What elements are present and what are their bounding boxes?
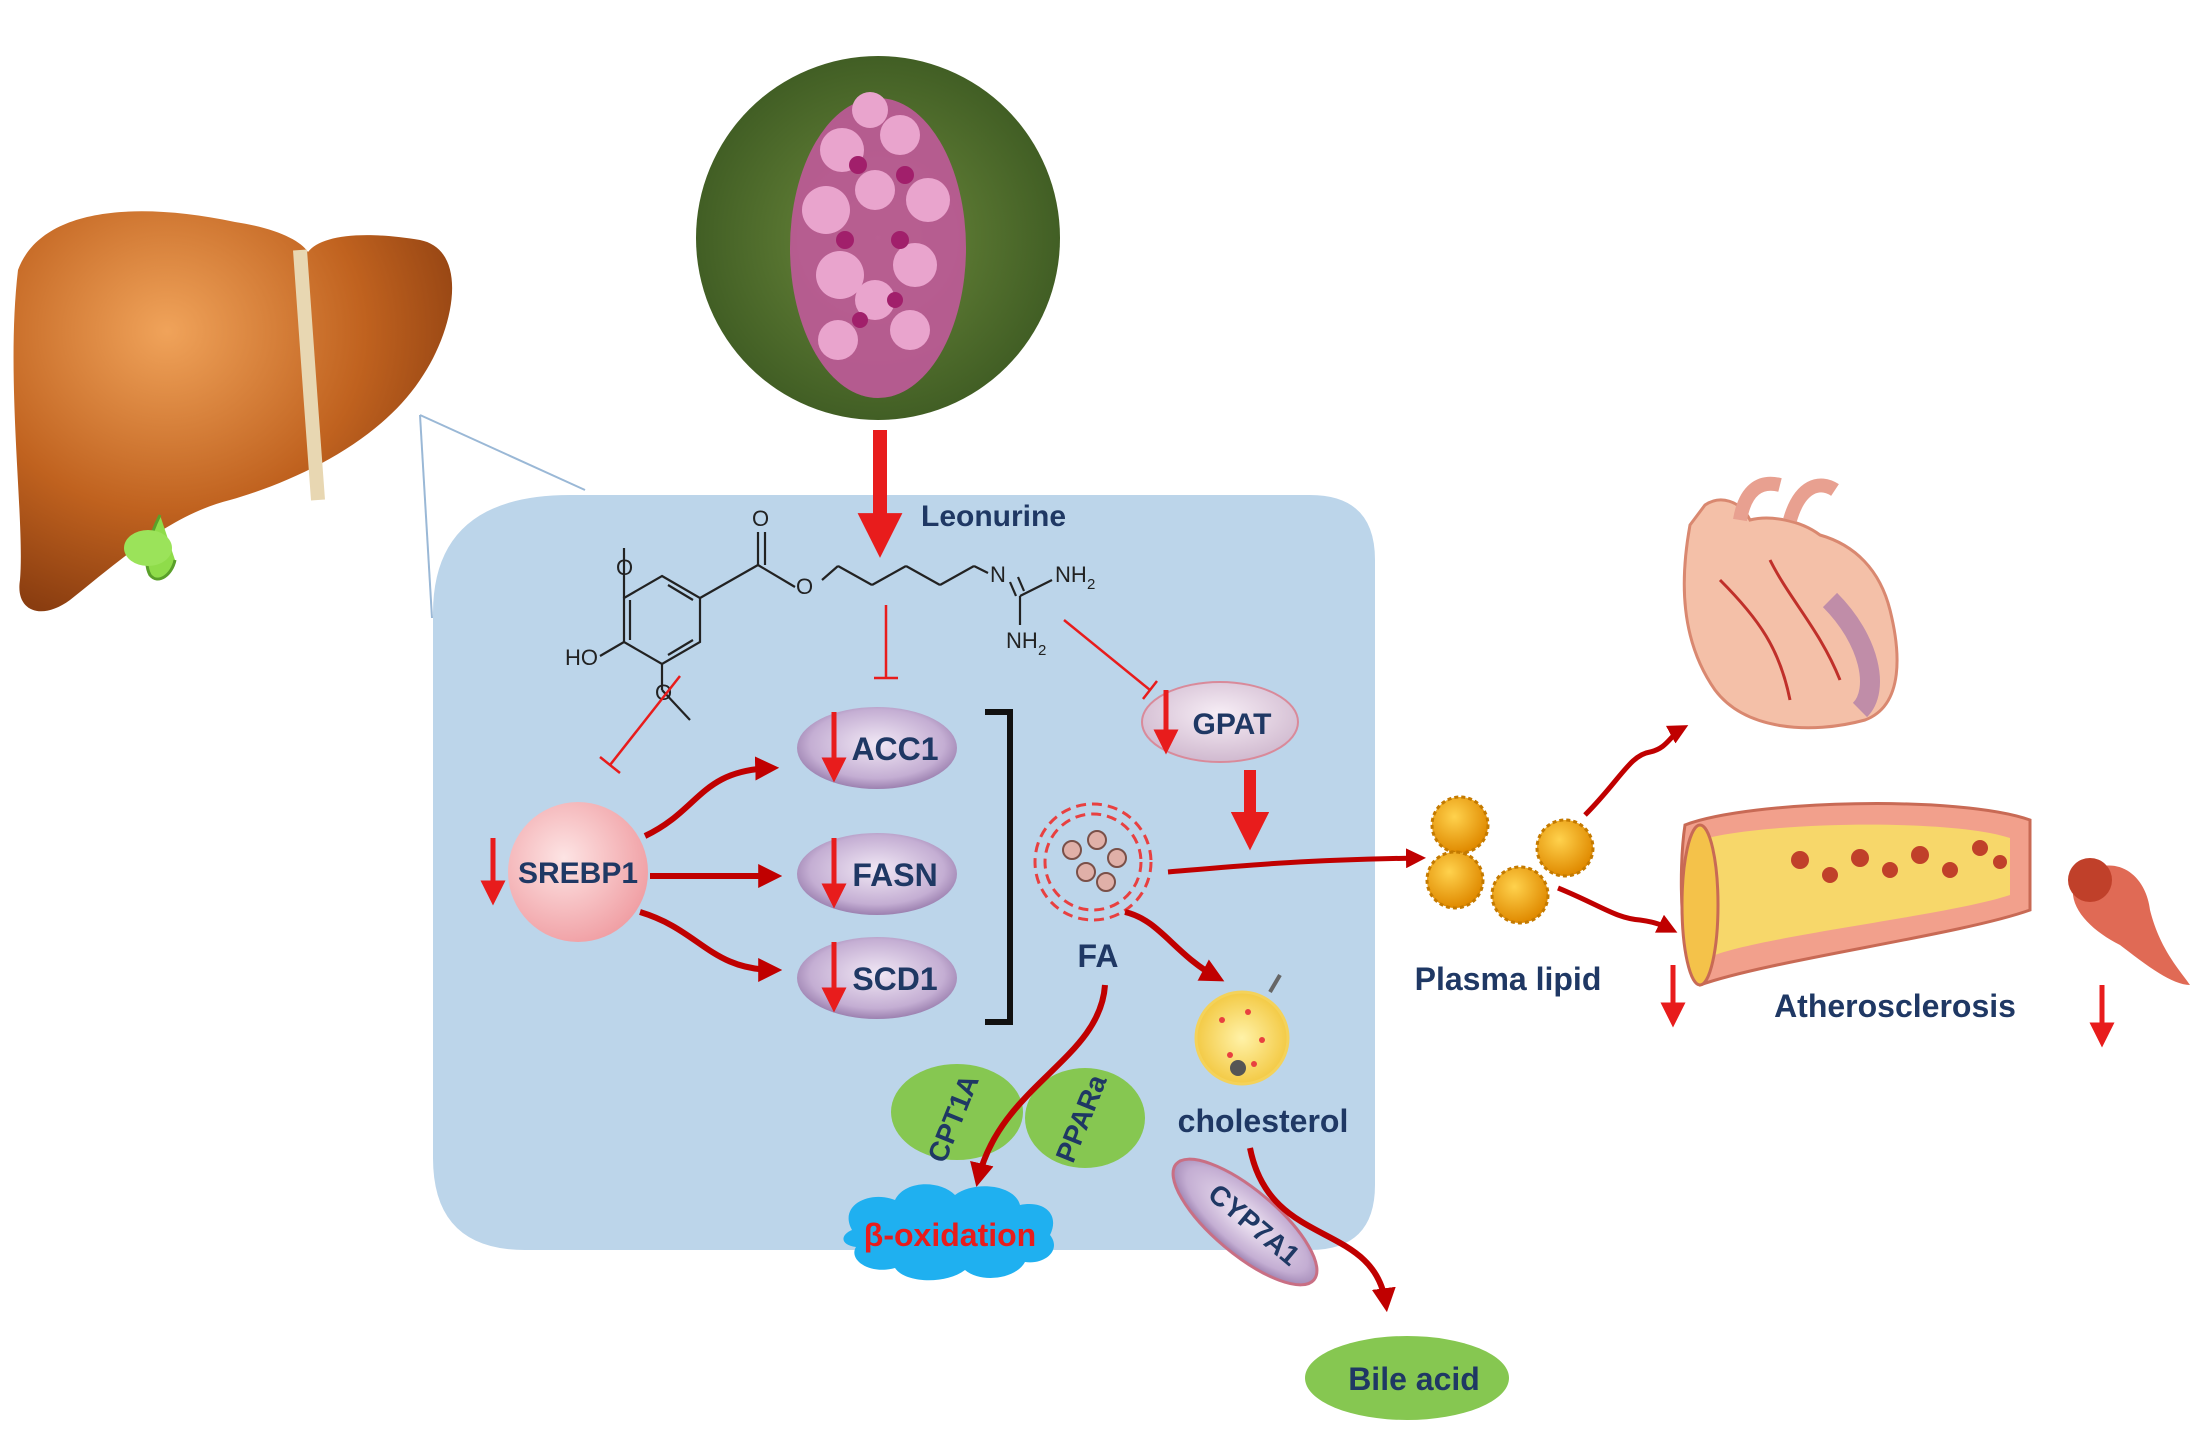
cpt1a-node: CPT1A <box>891 1064 1023 1167</box>
arrow-fa-to-beta-oxidation <box>970 984 1108 1188</box>
fasn-node: FASN <box>797 833 957 915</box>
zoom-line-top <box>419 414 586 491</box>
fasn-label: FASN <box>852 857 937 893</box>
scd1-label: SCD1 <box>852 961 937 997</box>
srebp1-node <box>508 802 648 942</box>
cholesterol-label: cholesterol <box>1178 1103 1349 1139</box>
beta-oxidation-label: β-oxidation <box>864 1217 1036 1253</box>
artery-illustration <box>1679 802 2190 987</box>
gpat-label: GPAT <box>1193 708 1272 741</box>
heart-illustration <box>1682 476 1899 730</box>
srebp1-label: SREBP1 <box>518 857 638 890</box>
beta-oxidation-cloud <box>843 1184 1054 1281</box>
leonurine-structure <box>599 532 1053 721</box>
leonurine-atoms: O O O O HO N NH 2 NH 2 <box>565 506 1095 705</box>
acc1-label: ACC1 <box>851 731 938 767</box>
bile-acid-node <box>1305 1336 1509 1420</box>
atom-ester-o: O <box>796 574 813 599</box>
scd1-node: SCD1 <box>797 937 957 1019</box>
cholesterol-droplet <box>1194 973 1290 1086</box>
leonurine-label: Leonurine <box>921 500 1066 533</box>
artery-cross-section <box>2068 858 2190 985</box>
arrow-lipid-to-vessel <box>1557 885 1678 933</box>
arrow-fa-to-plasma-lipid <box>1167 848 1426 875</box>
atom-carbonyl-o: O <box>752 506 769 531</box>
atom-imine-n: N <box>990 562 1006 587</box>
acc1-node: ACC1 <box>797 707 957 789</box>
fa-vesicle <box>1033 802 1153 922</box>
atherosclerosis-label: Atherosclerosis <box>1774 988 2016 1024</box>
atom-methoxy-o-bottom: O <box>655 680 672 705</box>
atom-methoxy-o-top: O <box>616 555 633 580</box>
atom-amine-top-sub: 2 <box>1087 576 1095 593</box>
zoom-line-bottom <box>419 414 433 619</box>
plasma-lipid-label: Plasma lipid <box>1415 961 1602 997</box>
arrow-fa-to-cholesterol <box>1124 909 1225 982</box>
inhibition-lines <box>599 605 1158 774</box>
arrow-cholesterol-to-bile-acid <box>1247 1147 1396 1313</box>
atom-hydroxyl: HO <box>565 645 598 670</box>
plasma-lipid-particles <box>1425 795 1595 925</box>
liver-illustration <box>13 211 453 612</box>
arrow-lipid-to-heart <box>1583 725 1689 817</box>
fa-label: FA <box>1078 938 1119 974</box>
pparα-node: PPARa <box>1025 1068 1145 1168</box>
atom-amine-top: NH <box>1055 562 1087 587</box>
gene-bracket <box>985 709 1013 1025</box>
bile-acid-label: Bile acid <box>1348 1361 1480 1397</box>
leonurus-flower-photo <box>696 56 1060 420</box>
gpat-node: GPAT <box>1141 681 1299 763</box>
srebp1-activation-arrows <box>639 756 783 982</box>
atom-amine-bottom-sub: 2 <box>1038 642 1046 659</box>
atom-amine-bottom: NH <box>1006 628 1038 653</box>
